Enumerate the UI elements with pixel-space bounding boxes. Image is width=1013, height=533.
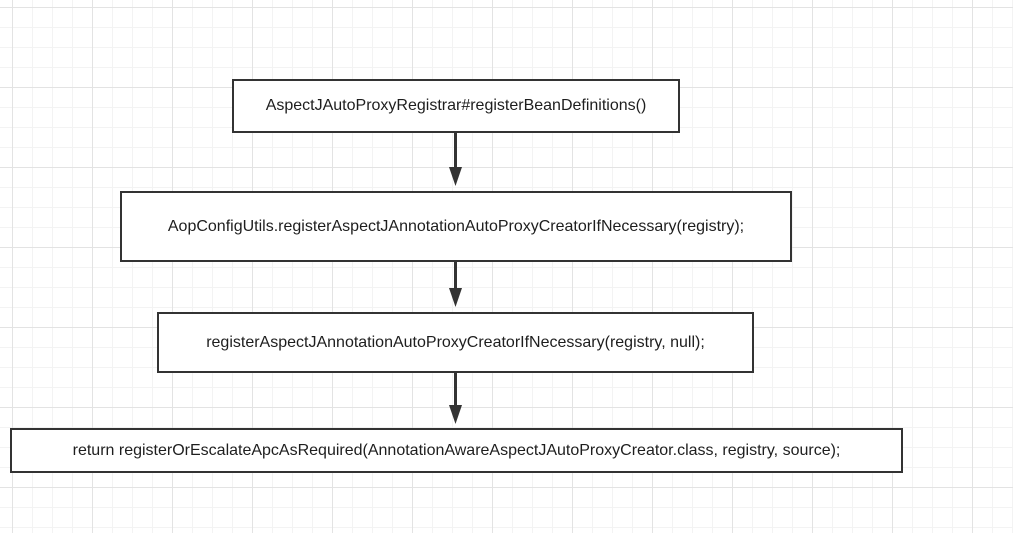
arrow-n1-to-n2[interactable] [449,133,462,186]
node-register-bean-definitions[interactable]: AspectJAutoProxyRegistrar#registerBeanDe… [232,79,680,133]
node-label: return registerOrEscalateApcAsRequired(A… [72,441,841,459]
node-label: AspectJAutoProxyRegistrar#registerBeanDe… [265,97,647,114]
node-register-or-escalate[interactable]: return registerOrEscalateApcAsRequired(A… [10,428,903,473]
arrow-n2-to-n3[interactable] [449,262,462,307]
node-register-if-necessary[interactable]: registerAspectJAnnotationAutoProxyCreato… [157,312,754,373]
node-aop-config-utils-register[interactable]: AopConfigUtils.registerAspectJAnnotation… [120,191,792,262]
arrow-n3-to-n4[interactable] [449,373,462,424]
node-label: AopConfigUtils.registerAspectJAnnotation… [167,217,745,235]
node-label: registerAspectJAnnotationAutoProxyCreato… [206,333,705,351]
